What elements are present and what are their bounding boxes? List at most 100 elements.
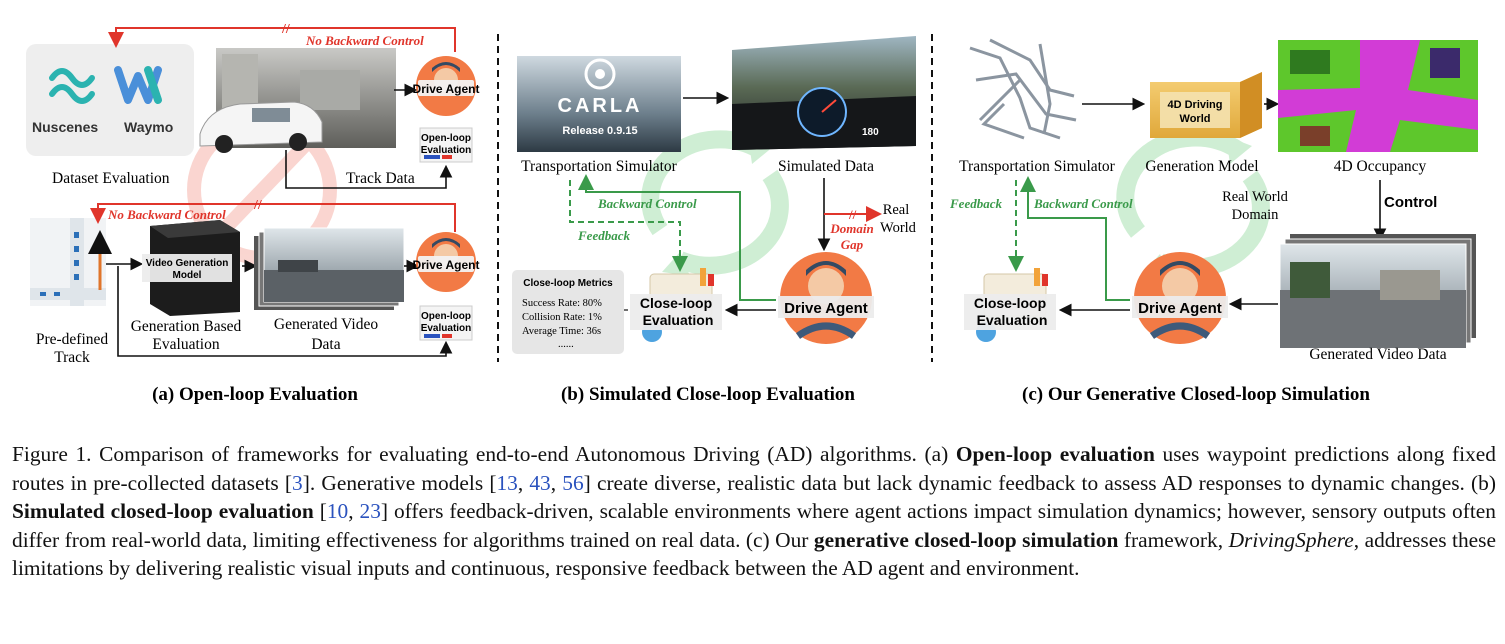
simulated-cockpit-image <box>732 36 916 150</box>
citation-link[interactable]: 23 <box>359 499 381 524</box>
track-data-arrow <box>285 150 453 189</box>
caption-comma: , <box>550 470 563 495</box>
closeloop-eval-b-icon <box>630 268 722 342</box>
generation-based-eval-line1: Generation Based <box>131 318 242 335</box>
closeloop-eval-c-line2: Evaluation <box>977 312 1048 328</box>
caption-generative: generative closed-loop simulation <box>813 527 1119 552</box>
video-generation-model-line1: Video Generation <box>146 258 229 269</box>
carla-logo-text: CARLA <box>558 95 643 117</box>
feedback-c-label: Feedback <box>949 196 1002 211</box>
nuscenes-label: Nuscenes <box>32 119 98 135</box>
panel-b-title: (b) Simulated Close-loop Evaluation <box>561 384 855 405</box>
road-network-map <box>969 38 1077 140</box>
caption-text-6: framework, <box>1118 527 1229 552</box>
domain-gap-break-icon: // <box>848 207 857 222</box>
metric-success: Success Rate: 80% <box>522 298 602 309</box>
caption-text-1: uses waypoint predictions along fixed ro… <box>12 442 1496 495</box>
waymo-car-image <box>199 101 323 153</box>
generation-based-eval-line2: Evaluation <box>152 336 219 353</box>
metrics-title: Close-loop Metrics <box>523 278 613 289</box>
video-generation-model-line2: Model <box>173 270 202 281</box>
drive-agent-top-icon <box>416 56 476 116</box>
metric-ellipsis: ...... <box>558 339 574 350</box>
backward-control-c-arrow <box>1020 176 1130 301</box>
transportation-simulator-b-label: Transportation Simulator <box>521 158 678 175</box>
figure-caption: Figure 1. Comparison of frameworks for e… <box>12 440 1496 583</box>
feedback-b-arrow <box>569 180 688 272</box>
caption-comma: , <box>348 499 360 524</box>
generated-video-c-label: Generated Video Data <box>1309 346 1446 363</box>
openloop-eval-top-line2: Evaluation <box>421 145 472 156</box>
citation-link[interactable]: 10 <box>326 499 349 524</box>
generated-video-line2: Data <box>311 336 340 353</box>
closeloop-eval-c-icon <box>964 268 1056 342</box>
caption-text-2: ]. Generative models [ <box>302 470 497 495</box>
caption-simulated: Simulated closed-loop evaluation <box>12 499 314 524</box>
cockpit-speed-readout: 180 <box>862 127 879 138</box>
caption-text-7: , addresses these limitations by deliver… <box>12 527 1496 581</box>
drive-agent-bottom-label: Drive Agent <box>413 258 480 272</box>
closeloop-eval-b-line2: Evaluation <box>643 312 714 328</box>
drive-agent-c-label: Drive Agent <box>1138 300 1222 317</box>
real-world-domain-line1: Real World <box>1222 189 1289 205</box>
generated-video-stack <box>254 227 405 310</box>
citation-link[interactable]: 13 <box>496 470 518 495</box>
waymo-label: Waymo <box>124 119 173 135</box>
closeloop-metrics-card <box>512 270 624 354</box>
no-backward-bottom-break-icon: // <box>253 198 263 213</box>
predefined-track-line1: Pre-defined <box>36 331 109 348</box>
occupancy-map-image <box>1278 40 1478 152</box>
caption-text-4: [ <box>313 499 327 524</box>
panel-a: Nuscenes Waymo Dataset Evaluation Drive … <box>26 22 479 405</box>
driving-world-line2: World <box>1180 113 1211 125</box>
caption-text-3: ] create diverse, realistic data but lac… <box>583 470 1496 495</box>
control-label: Control <box>1384 194 1437 211</box>
backward-control-c-label: Backward Control <box>1033 196 1133 211</box>
nuscenes-logo-icon <box>49 68 95 104</box>
openloop-eval-bottom-line2: Evaluation <box>421 323 472 334</box>
metric-time: Average Time: 36s <box>522 326 601 337</box>
drive-agent-bottom-icon <box>416 232 476 292</box>
generation-model-label: Generation Model <box>1145 158 1258 175</box>
real-world-domain-line2: Domain <box>1232 207 1279 223</box>
dataset-logo-card <box>26 44 194 156</box>
backward-control-b-label: Backward Control <box>597 196 697 211</box>
generated-video-c-stack <box>1279 234 1476 349</box>
occupancy-label: 4D Occupancy <box>1334 158 1427 175</box>
openloop-eval-bottom-line1: Open-loop <box>421 311 471 322</box>
domain-gap-line2: Gap <box>841 237 864 252</box>
waymo-logo-icon <box>114 66 162 104</box>
backward-control-b-arrow <box>578 174 776 301</box>
no-backward-control-top-label: No Backward Control <box>305 33 424 48</box>
carla-release-text: Release 0.9.15 <box>562 125 637 137</box>
closeloop-eval-c-line1: Close-loop <box>974 295 1046 311</box>
predefined-track-line2: Track <box>54 349 90 366</box>
metric-collision: Collision Rate: 1% <box>522 312 602 323</box>
track-data-label: Track Data <box>346 170 415 187</box>
dataset-evaluation-label: Dataset Evaluation <box>52 170 170 187</box>
video-generation-model-box <box>142 220 240 316</box>
panel-b: CARLA Release 0.9.15 Transportation Simu… <box>512 36 917 405</box>
openloop-eval-top-line1: Open-loop <box>421 133 471 144</box>
no-backward-control-top-arrow <box>108 27 456 52</box>
carla-logo-icon <box>584 58 616 90</box>
feedback-b-label: Feedback <box>577 228 630 243</box>
citation-link[interactable]: 3 <box>292 470 303 495</box>
drive-agent-b-label: Drive Agent <box>784 300 868 317</box>
caption-comma: , <box>517 470 530 495</box>
closeloop-eval-b-line1: Close-loop <box>640 295 712 311</box>
return-track-arrow <box>117 266 453 357</box>
real-world-b-line2: World <box>880 220 917 236</box>
drive-agent-b-icon <box>778 252 874 344</box>
driving-world-box <box>1150 72 1262 138</box>
no-backward-top-break-icon: // <box>281 22 291 37</box>
citation-link[interactable]: 56 <box>562 470 584 495</box>
drive-agent-top-label: Drive Agent <box>413 82 480 96</box>
panel-a-title: (a) Open-loop Evaluation <box>152 384 358 405</box>
citation-link[interactable]: 43 <box>529 470 551 495</box>
generated-video-line1: Generated Video <box>274 316 378 333</box>
panel-c-title: (c) Our Generative Closed-loop Simulatio… <box>1022 384 1370 405</box>
simulated-data-label: Simulated Data <box>778 158 874 175</box>
caption-open-loop: Open-loop evaluation <box>955 442 1155 466</box>
driving-world-line1: 4D Driving <box>1167 99 1222 111</box>
